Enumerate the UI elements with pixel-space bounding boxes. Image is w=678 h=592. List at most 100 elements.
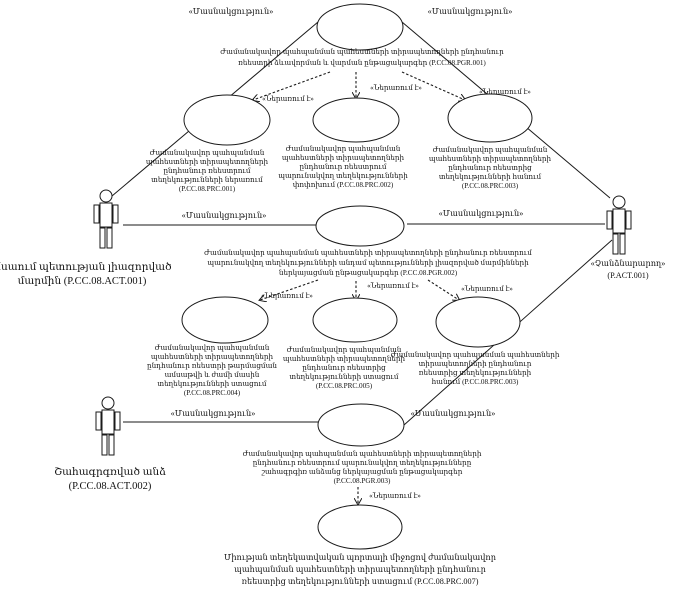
include-arrow-pgr002-prc006 [427,279,459,300]
uc-label-line: տիրապետողների ընդհանուր [419,360,532,368]
actor-employee-label: (P.ACT.001) [607,271,649,280]
uc-label-line: Միության տեղեկատվական պորտալի միջոցով ժա… [224,553,497,562]
uc-label-line: Ժամանակավոր պահպանման պահեստների [391,351,560,359]
uc-label-line: ռեեստրի ձևավորման և վարման ընթացակարգեր … [238,59,486,67]
uc-label-line: ընդհանուր ռեեստրում [163,167,250,175]
include-arrow-pgr002-prc004 [260,279,319,300]
uc-label-line: պահեստների տիրապետողների [429,155,552,163]
uc-label-line: Ժամանակավոր պահպանման պահեստների տիրապետ… [243,450,482,458]
uc-label-line: ընդհանուր ռեեստրում պարունակվող տեղեկութ… [253,459,472,467]
use-case-prc001-ellipse[interactable] [183,94,271,146]
use-case-prc002-ellipse[interactable] [312,97,400,143]
use-case-pgr003-label: Ժամանակավոր պահպանման պահեստների տիրապետ… [243,450,482,485]
uc-label-line: պահեստների տիրապետողների [283,355,406,363]
include-arrow-pgr001-prc003 [401,71,465,100]
actor-head [612,195,626,209]
uc-label-line: փոփոխում (P.CC.08.PRC.002) [293,181,394,189]
uc-label-line: (P.CC.08.PGR.003) [334,477,391,485]
stereo-include-6: «Ներառում է» [461,285,513,293]
stereo-include-5: «Ներառում է» [367,282,419,290]
actor-right-leg [619,233,626,255]
use-case-pgr001-label: Ժամանակավոր պահպանման պահեստների տիրապետ… [220,48,504,67]
actor-employee[interactable] [606,195,632,255]
uc-label-line: ընդհանուր ռեեստրում [299,163,386,171]
use-case-prc003-ellipse[interactable] [447,93,533,143]
actor-interested-person-label-2: (P.CC.08.ACT.002) [69,481,152,492]
use-case-prc005-label: Ժամանակավոր պահպանման պահեստների տիրապետ… [283,346,406,390]
uc-label-line: (P.CC.08.PRC.005) [316,382,373,390]
actor-head [99,189,113,203]
stereo-include-3: «Ներառում է» [479,88,531,96]
uc-label-line: ընդհանուր ռեեստրի թարմացման [147,362,277,370]
actor-left-leg [99,227,106,249]
uc-label-line: Ժամանակավոր պահպանման պահեստների տիրապետ… [204,249,532,257]
uc-label-line: պահեստների տիրապետողների [151,353,274,361]
stereo-participation-5: «Մասնակցություն» [171,409,256,418]
uc-label-line: պարունակվող տեղեկությունների անդամ պետու… [207,259,529,267]
use-case-prc007-ellipse[interactable] [317,504,403,550]
use-case-prc006-label: Ժամանակավոր պահպանման պահեստների տիրապետ… [391,351,560,386]
uc-label-line: պահեստների տիրապետողների [146,158,269,166]
use-case-prc003-label: Ժամանակավոր պահպանման պահեստների տիրապետ… [429,146,552,190]
stereo-participation-2: «Մասնակցություն» [428,7,513,16]
uc-label-line: (P.CC.08.PRC.004) [184,389,241,397]
actor-body [612,208,626,234]
uc-label-line: ընդհանուր ռեեստրից [448,164,532,172]
uc-label-line: պահեստների տիրապետողների [282,154,405,162]
uc-label-line: տեղեկությունների ստացում [289,373,398,381]
stereo-participation-4: «Մասնակցություն» [439,209,524,218]
actor-right-arm [114,411,121,431]
actor-right-leg [106,227,113,249]
uc-label-line: Ժամանակավոր պահպանման [155,344,270,352]
actor-authorized-body[interactable] [93,189,119,249]
actor-left-leg [101,434,108,456]
uc-label-line: Ժամանակավոր պահպանման պահեստների տիրապետ… [220,48,504,56]
use-case-prc007-label: Միության տեղեկատվական պորտալի միջոցով ժա… [224,553,497,586]
use-case-pgr002-label: Ժամանակավոր պահպանման պահեստների տիրապետ… [204,249,532,277]
use-case-pgr003-ellipse[interactable] [317,403,405,447]
uc-label-line: տեղեկությունների ներառում [151,176,263,184]
stereo-include-1: «Ներառում է» [262,95,314,103]
uc-label-line: (P.CC.08.PRC.003) [462,182,519,190]
actor-interested-person[interactable] [95,396,121,456]
actor-interested-person-label-1: Շահագրգռված անձ [54,465,166,478]
actor-employee-stereotype: «Չանձնարարող» [591,259,666,268]
stereo-include-4: «Ներառում է» [261,292,313,300]
uc-label-line: տեղեկությունների ստացում [157,380,266,388]
stereo-participation-1: «Մասնակցություն» [189,7,274,16]
actor-left-arm [95,411,102,431]
uc-label-line: ռեեստրից տեղեկությունների ստացում (P.CC.… [242,577,479,586]
use-case-prc006-ellipse[interactable] [435,296,521,348]
use-case-prc001-label: Ժամանակավոր պահպանման պահեստների տիրապետ… [146,149,269,193]
uc-label-line: Ժամանակավոր պահպանման [433,146,548,154]
actor-left-arm [606,210,613,230]
actor-left-arm [93,204,100,224]
uc-label-line: հանում (P.CC.08.PRC.003) [432,378,519,386]
uc-label-line: ներկայացման ընթացակարգեր (P.CC.08.PGR.00… [279,269,458,277]
use-case-pgr002-ellipse[interactable] [315,205,405,247]
stereo-participation-3: «Մասնակցություն» [182,211,267,220]
actor-authorized-body-label-2: մարմին (P.CC.08.ACT.001) [18,275,147,287]
uc-label-line: Ժամանակավոր պահպանման [287,346,402,354]
uc-label-line: ռեեստրից տեղեկությունների [419,369,532,377]
include-arrow-pgr001-prc001 [253,71,331,100]
actor-body [99,202,113,228]
uc-label-line: շահագրգիռ անձանց ներկայացման ընթացակարգե… [261,468,463,476]
uc-label-line: ընդհանուր ռեեստրից [302,364,386,372]
use-case-pgr001-ellipse[interactable] [316,3,404,51]
actor-right-leg [108,434,115,456]
stereo-participation-6: «Մասնակցություն» [411,409,496,418]
uc-label-line: ամսաթվի և ժամի մասին [165,371,260,379]
stereo-include-7: «Ներառում է» [369,492,421,500]
use-case-prc004-label: Ժամանակավոր պահպանման պահեստների տիրապետ… [147,344,277,397]
actor-right-arm [625,210,632,230]
uc-label-line: տեղեկությունների հանում [439,173,542,181]
use-case-prc005-ellipse[interactable] [312,297,398,343]
actor-body [101,409,115,435]
use-case-prc004-ellipse[interactable] [181,296,269,344]
actor-left-leg [612,233,619,255]
uc-label-line: Ժամանակավոր պահպանման [286,145,401,153]
uc-label-line: պահպանման պահեստների տիրապետողների ընդհա… [234,565,486,574]
actor-right-arm [112,204,119,224]
